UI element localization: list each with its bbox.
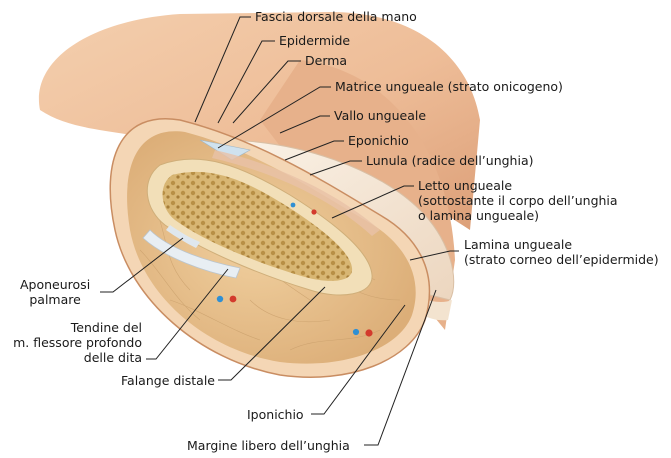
label-tendine-line1: Tendine del: [2, 320, 142, 335]
label-lamina-line2: (strato corneo dell’epidermide): [464, 252, 659, 267]
label-aponeurosi-palmare: Aponeurosi palmare: [20, 277, 90, 307]
label-tendine-flessore: Tendine del m. flessore profondo delle d…: [2, 320, 142, 365]
label-epidermide: Epidermide: [279, 33, 350, 48]
label-aponeurosi-line1: Aponeurosi: [20, 277, 90, 292]
label-vallo-ungueale: Vallo ungueale: [334, 108, 426, 123]
label-lamina-ungueale: Lamina ungueale (strato corneo dell’epid…: [464, 237, 659, 267]
label-fascia-dorsale: Fascia dorsale della mano: [255, 9, 417, 24]
label-eponichio: Eponichio: [348, 133, 409, 148]
label-aponeurosi-line2: palmare: [20, 292, 90, 307]
label-tendine-line2: m. flessore profondo: [2, 335, 142, 350]
artery-dorsal: [311, 209, 316, 214]
vein-palmar-right: [353, 329, 359, 335]
label-falange-distale: Falange distale: [121, 373, 215, 388]
label-letto-line2: (sottostante il corpo dell’unghia: [418, 193, 618, 208]
label-iponichio: Iponichio: [247, 407, 304, 422]
label-margine-libero: Margine libero dell’unghia: [187, 438, 350, 453]
artery-palmar-left: [230, 296, 237, 303]
label-letto-ungueale: Letto ungueale (sottostante il corpo del…: [418, 178, 618, 223]
label-letto-line3: o lamina ungueale): [418, 208, 618, 223]
label-matrice-ungueale: Matrice ungueale (strato onicogeno): [335, 79, 563, 94]
label-lunula: Lunula (radice dell’unghia): [366, 153, 534, 168]
vein-palmar-left: [217, 296, 223, 302]
vein-dorsal: [291, 203, 296, 208]
label-derma: Derma: [305, 53, 347, 68]
label-letto-line1: Letto ungueale: [418, 178, 618, 193]
label-tendine-line3: delle dita: [2, 350, 142, 365]
label-lamina-line1: Lamina ungueale: [464, 237, 659, 252]
artery-palmar-right: [365, 329, 372, 336]
